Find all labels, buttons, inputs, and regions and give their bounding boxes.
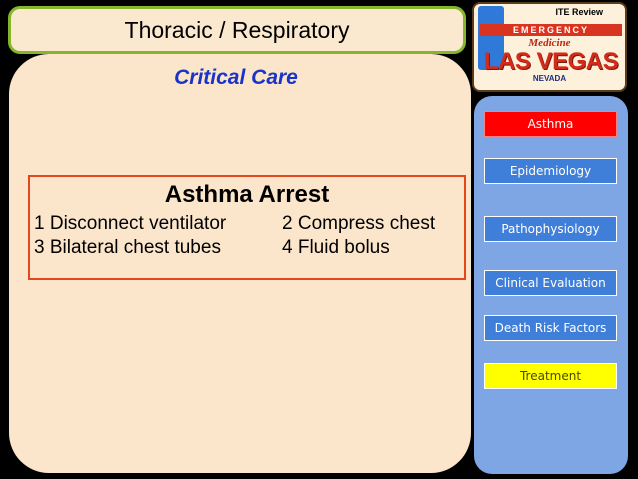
- nav-button-clinical-evaluation[interactable]: Clinical Evaluation: [484, 270, 617, 296]
- nav-button-epidemiology[interactable]: Epidemiology: [484, 158, 617, 184]
- slide-title: Thoracic / Respiratory: [8, 6, 466, 54]
- question-box: Asthma Arrest 1 Disconnect ventilator 2 …: [28, 175, 466, 280]
- nav-label: Death Risk Factors: [494, 321, 607, 335]
- question-title: Asthma Arrest: [164, 181, 330, 208]
- section-subtitle: Critical Care: [174, 66, 298, 89]
- nav-button-death-risk-factors[interactable]: Death Risk Factors: [484, 315, 617, 341]
- logo-medicine-text: Medicine: [528, 37, 571, 49]
- star-of-life-icon: [478, 6, 504, 70]
- nav-label: Asthma: [527, 117, 574, 131]
- logo-emergency-text: EMERGENCY: [480, 24, 622, 36]
- logo-state-text: NEVADA: [532, 74, 567, 83]
- nav-label: Pathophysiology: [501, 222, 600, 236]
- answer-option-1[interactable]: 1 Disconnect ventilator: [34, 213, 227, 234]
- logo-city-text: LAS VEGAS: [483, 48, 619, 75]
- nav-button-treatment[interactable]: Treatment: [484, 363, 617, 389]
- nav-label: Treatment: [519, 369, 582, 383]
- nav-label: Epidemiology: [509, 164, 592, 178]
- slide-title-text: Thoracic / Respiratory: [124, 16, 350, 43]
- nav-label: Clinical Evaluation: [495, 276, 606, 290]
- content-panel: Critical Care Asthma Arrest 1 Disconnect…: [9, 54, 471, 473]
- answer-option-3[interactable]: 3 Bilateral chest tubes: [34, 237, 221, 258]
- nav-button-asthma[interactable]: Asthma: [484, 111, 617, 137]
- logo-review-text: ITE Review: [555, 7, 603, 17]
- emergency-medicine-logo: ITE Review EMERGENCY Medicine LAS VEGAS …: [472, 2, 627, 92]
- nav-button-pathophysiology[interactable]: Pathophysiology: [484, 216, 617, 242]
- answer-option-4[interactable]: 4 Fluid bolus: [282, 237, 390, 258]
- answer-option-2[interactable]: 2 Compress chest: [282, 213, 436, 234]
